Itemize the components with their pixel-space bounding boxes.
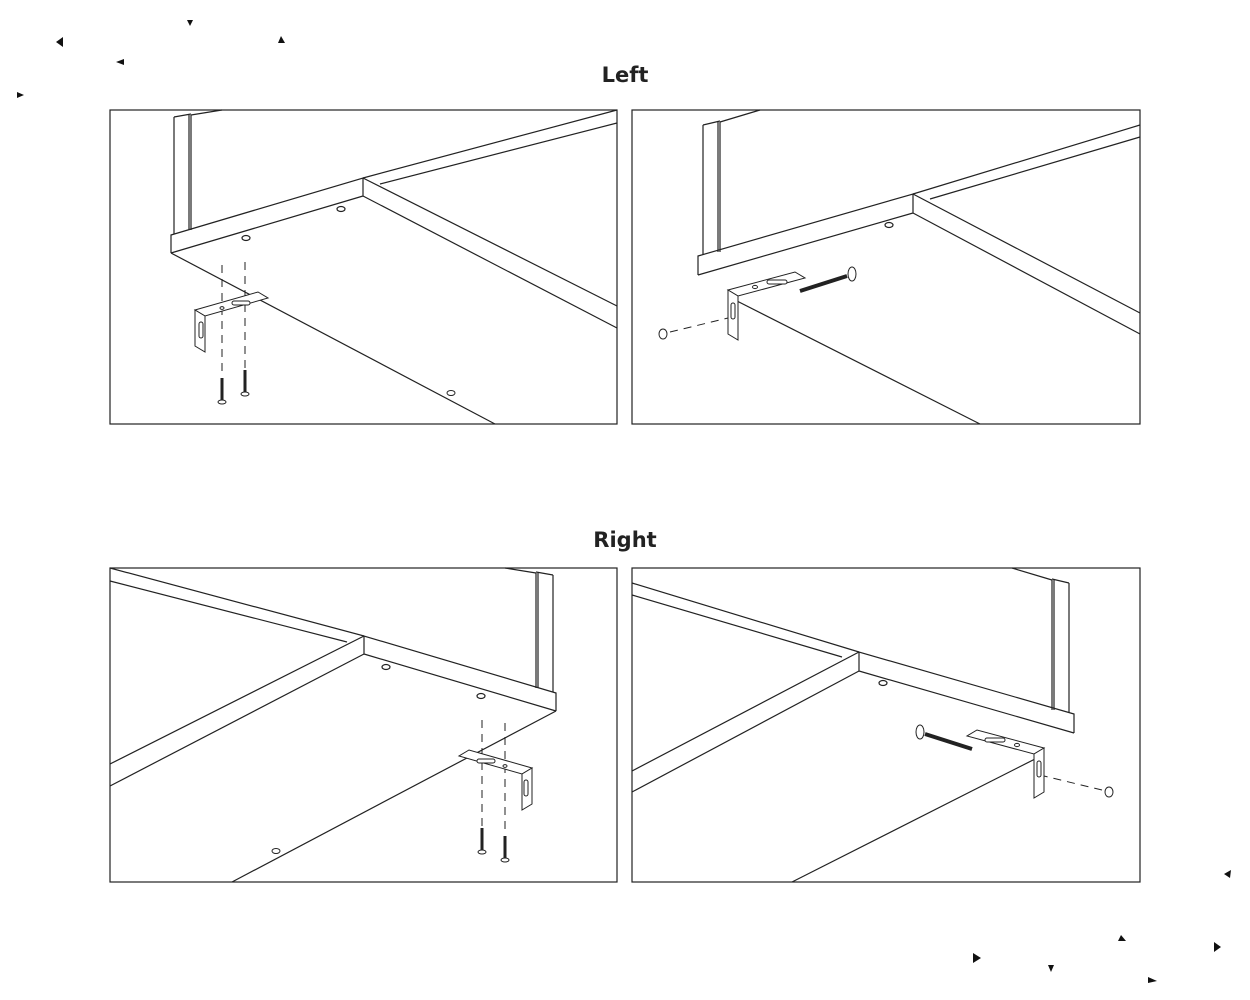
corner-bracket-icon xyxy=(194,291,269,353)
panel-right-step-2 xyxy=(631,567,1141,883)
bracket-bolt-assembly-icon xyxy=(657,265,858,342)
decorative-triangles xyxy=(17,20,1231,983)
panel-left-step-1 xyxy=(109,109,618,425)
section-heading-left: Left xyxy=(601,63,649,87)
screw-icon xyxy=(216,376,228,406)
panel-right-step-1 xyxy=(109,567,618,883)
section-heading-right: Right xyxy=(593,528,657,552)
panel-left-step-2 xyxy=(631,109,1141,425)
screw-icon xyxy=(239,368,251,398)
